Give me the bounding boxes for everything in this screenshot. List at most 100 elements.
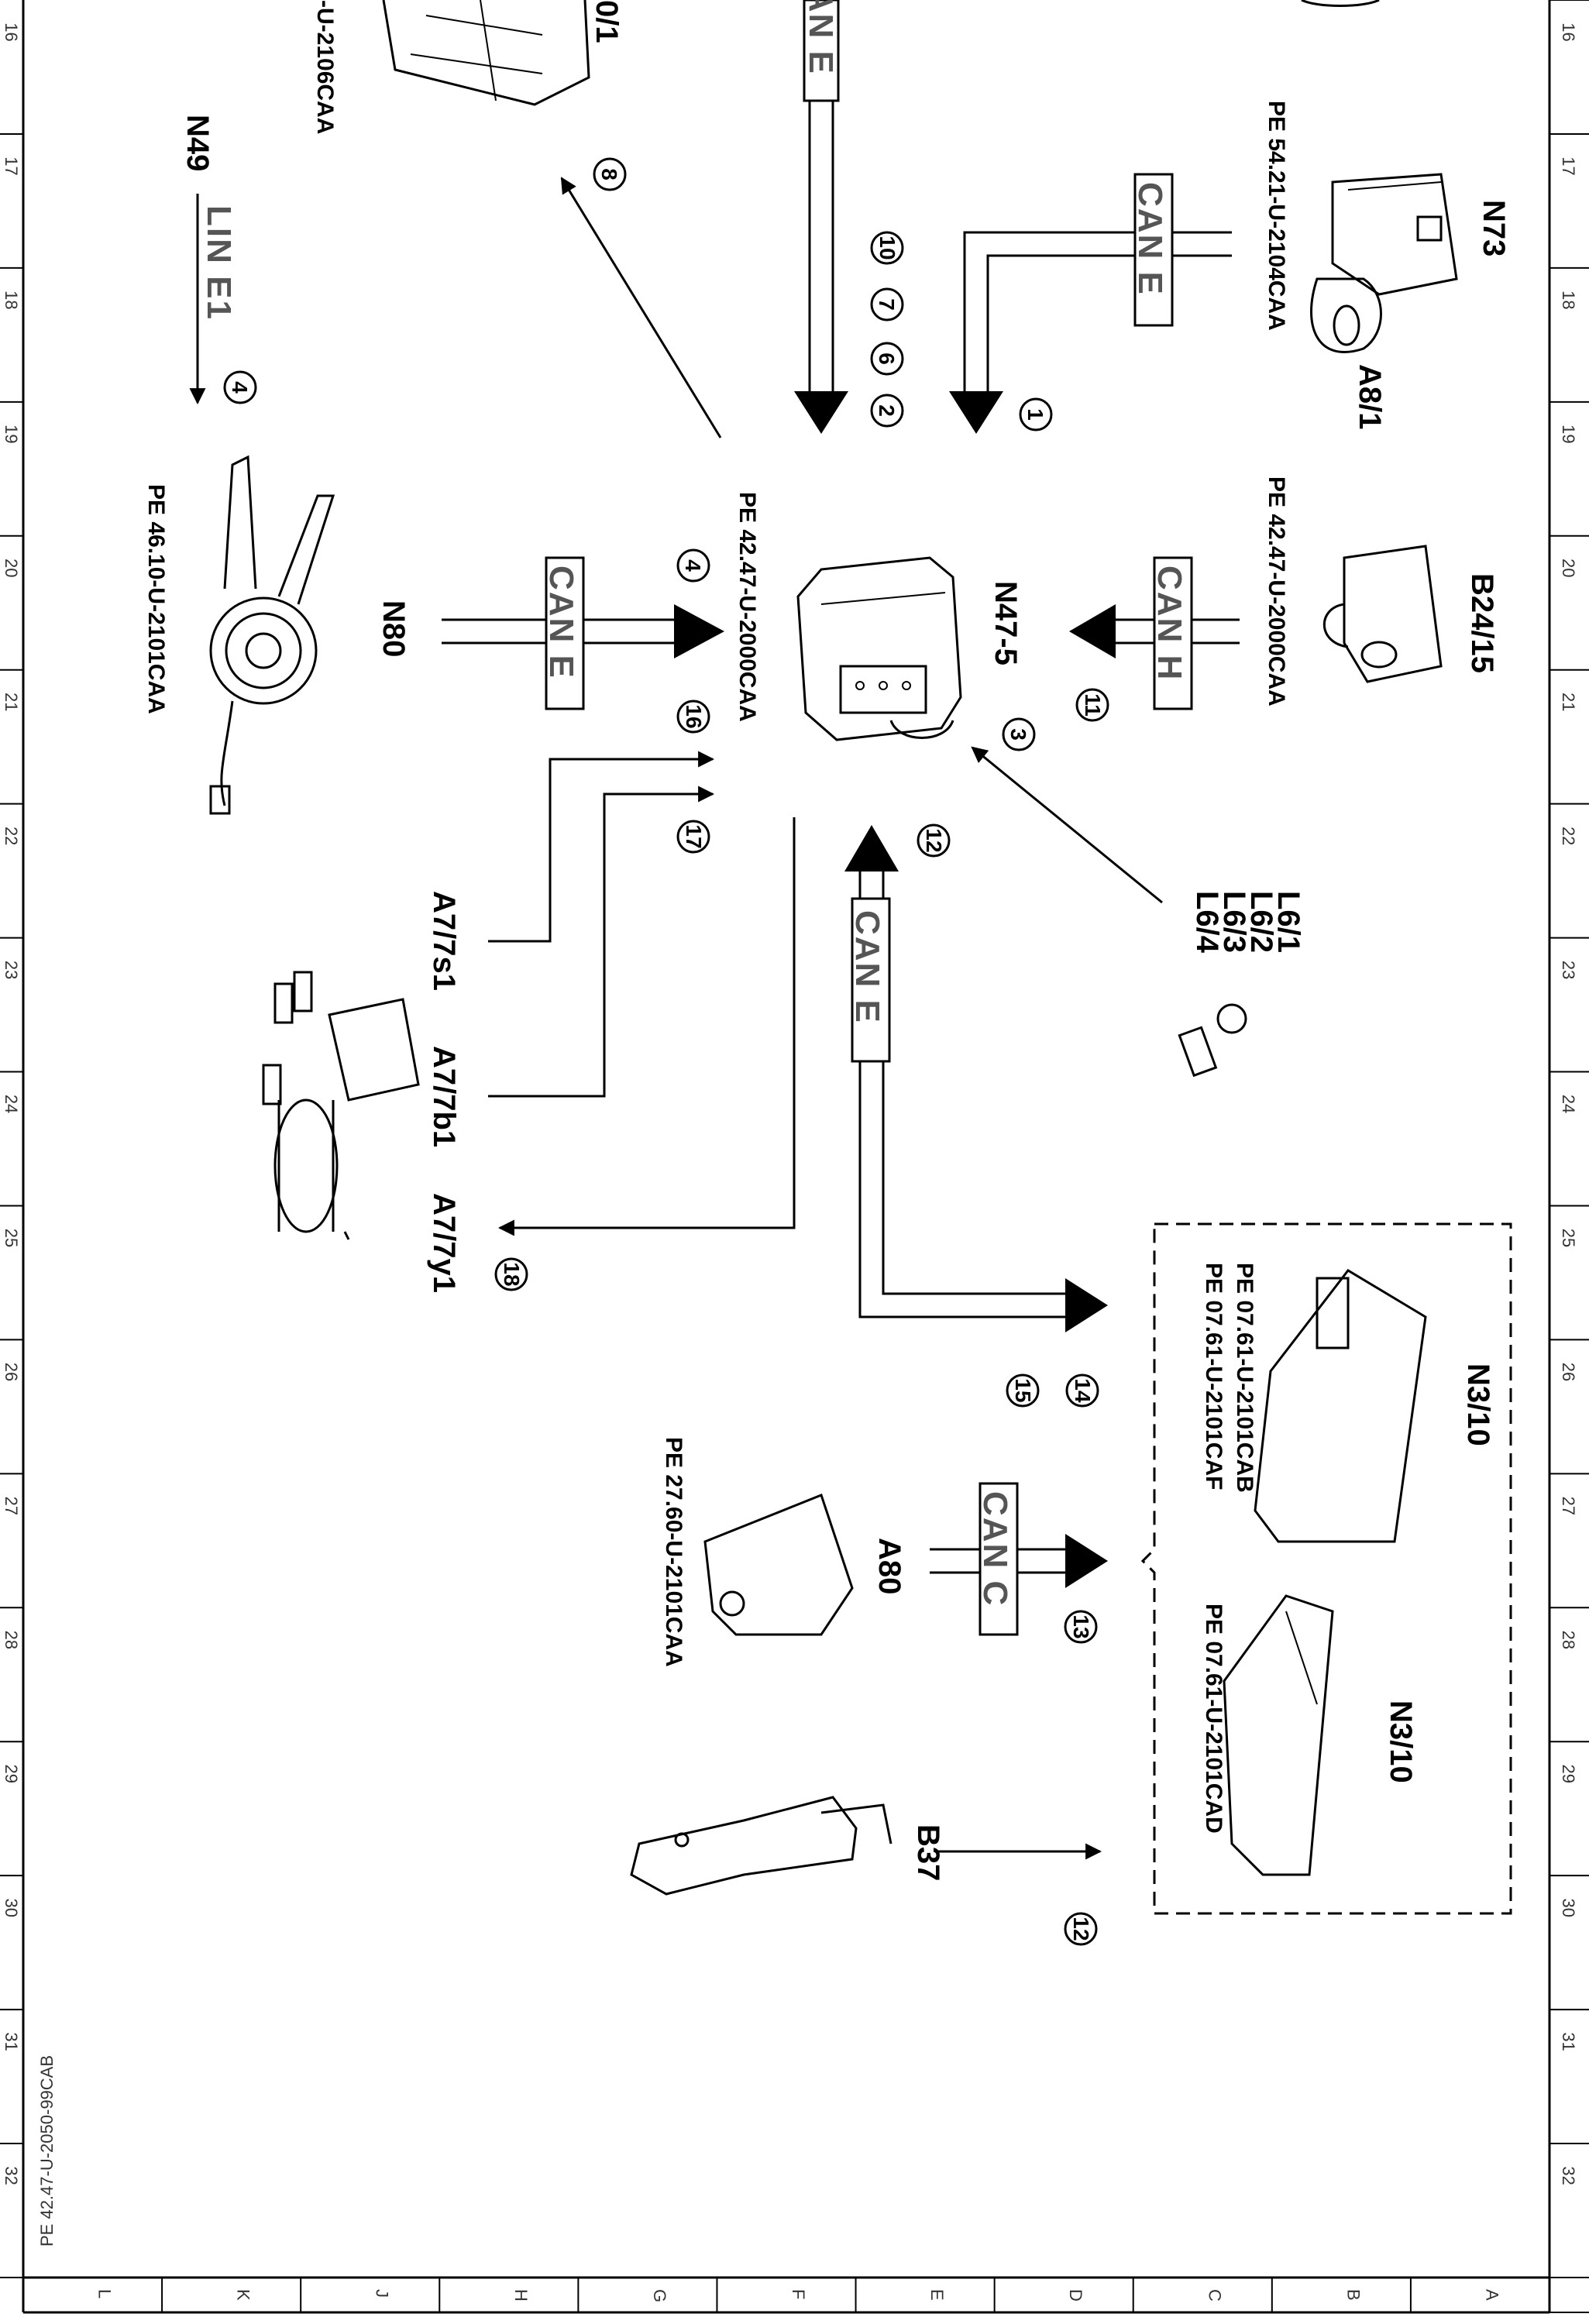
row-label: 30	[1559, 1898, 1578, 1917]
column-label: F	[789, 2289, 808, 2299]
row-label: 31	[2, 2032, 21, 2051]
n3-10-b-ref: PE 07.61-U-2101CAD	[1201, 1604, 1226, 1834]
callout-15-text: 15	[1011, 1378, 1035, 1402]
a8-1-label: A8/1	[1353, 364, 1387, 430]
column-label: L	[95, 2289, 115, 2298]
n49-label: N49	[181, 115, 215, 171]
n3-10-a-ecu	[1254, 1269, 1427, 1543]
l6-2-label: L6/2	[1244, 891, 1278, 953]
row-label: 21	[2, 693, 21, 711]
callout-7: 7	[870, 287, 904, 321]
callout-12-a-text: 12	[922, 828, 946, 852]
can-e-n80-bus	[442, 556, 724, 710]
b37-label: B37	[911, 1824, 945, 1881]
callout-3: 3	[1002, 717, 1036, 751]
n3-10-b-ecu	[1223, 1594, 1334, 1876]
callout-2-text: 2	[875, 404, 899, 417]
a7-7-brake-booster	[262, 971, 420, 1240]
callout-4-lin: 4	[223, 370, 257, 404]
arrow-to-top-module	[560, 177, 722, 438]
column-label: A	[1482, 2289, 1501, 2301]
row-label: 28	[2, 1631, 21, 1649]
row-label: 28	[1559, 1631, 1578, 1649]
callout-15: 15	[1006, 1373, 1040, 1408]
callout-6: 6	[870, 342, 904, 376]
can-e-n80-label: CAN E	[542, 566, 580, 679]
row-label: 24	[2, 1095, 21, 1113]
callout-14: 14	[1065, 1373, 1099, 1408]
callout-11-text: 11	[1081, 693, 1105, 717]
row-label: 30	[2, 1898, 21, 1917]
top-partial-module	[382, 0, 590, 106]
column-label: B	[1343, 2289, 1363, 2301]
callout-8-text: 8	[597, 168, 621, 180]
row-label: 26	[2, 1363, 21, 1381]
can-e-bottom-bus	[844, 825, 1108, 1332]
column-label: H	[511, 2289, 531, 2302]
row-label: 17	[1559, 156, 1578, 175]
n3-10-a-label: N3/10	[1461, 1363, 1495, 1446]
n3-10-a-ref-1: PE 07.61-U-2101CAB	[1232, 1263, 1257, 1493]
row-label: 23	[1559, 961, 1578, 979]
callout-4-lin-text: 4	[228, 381, 252, 394]
column-label: E	[927, 2289, 947, 2301]
row-label: 31	[1559, 2032, 1578, 2051]
callout-10-text: 10	[875, 235, 899, 260]
callout-10: 10	[870, 231, 904, 265]
callout-16-text: 16	[682, 704, 706, 728]
row-label: 16	[1559, 22, 1578, 41]
callout-16: 16	[676, 700, 710, 734]
callout-18: 18	[494, 1257, 528, 1291]
row-label: 29	[2, 1765, 21, 1783]
callout-2: 2	[870, 394, 904, 428]
n47-5-module	[796, 556, 962, 741]
row-label: 17	[2, 156, 21, 175]
n47-5-label: N47-5	[989, 581, 1023, 665]
can-c-label: CAN C	[976, 1491, 1014, 1607]
column-label: C	[1205, 2289, 1224, 2302]
callout-13: 13	[1064, 1610, 1098, 1644]
n73-ignition-switch	[1301, 0, 1458, 353]
row-label: 22	[2, 827, 21, 845]
column-label: K	[234, 2289, 253, 2301]
n80-steering-module	[209, 455, 335, 815]
callout-14-text: 14	[1071, 1378, 1095, 1403]
row-label: 27	[1559, 1497, 1578, 1515]
callout-1-text: 1	[1023, 408, 1047, 421]
a80-label: A80	[872, 1538, 906, 1594]
callout-8: 8	[593, 157, 627, 191]
row-label: 26	[1559, 1363, 1578, 1381]
row-label: 22	[1559, 827, 1578, 845]
n80-ref: PE 46.10-U-2101CAA	[143, 484, 169, 714]
callout-13-text: 13	[1069, 1614, 1093, 1638]
lin-e1-label: LIN E1	[200, 205, 238, 321]
can-e-bottom-label: CAN E	[848, 910, 886, 1024]
a80-module	[703, 1494, 854, 1636]
can-e-top-label: CAN E	[802, 0, 840, 75]
can-h-label: CAN H	[1150, 566, 1188, 681]
b24-15-sensor	[1322, 545, 1443, 683]
a7-7-lines	[488, 751, 796, 1236]
top-partial-ref: -U-2106CAA	[312, 0, 338, 134]
callout-12-a: 12	[917, 823, 951, 858]
l6-3-label: L6/3	[1217, 891, 1251, 953]
top-partial-label: 0/1	[590, 0, 624, 43]
can-c-bus	[930, 1482, 1108, 1636]
can-h-bus	[1069, 556, 1240, 710]
row-label: 24	[1559, 1095, 1578, 1113]
callouts: 1 2 6 7 10 8 4 4 11 3 16 17 12 18 14 15 …	[223, 157, 1109, 1946]
callout-17: 17	[676, 820, 710, 854]
callout-18-text: 18	[500, 1262, 524, 1286]
n73-label: N73	[1477, 200, 1511, 256]
l6-sensors	[1178, 1003, 1247, 1078]
a7-7s1-label: A7/7s1	[427, 891, 461, 991]
callout-4-can-text: 4	[681, 559, 705, 572]
row-label: 32	[1559, 2166, 1578, 2185]
a7-7y1-label: A7/7y1	[427, 1193, 461, 1293]
arrow-l6-to-n47	[971, 746, 1163, 904]
row-label: 23	[2, 961, 21, 979]
n80-label: N80	[377, 600, 411, 657]
row-label: 19	[1559, 425, 1578, 443]
